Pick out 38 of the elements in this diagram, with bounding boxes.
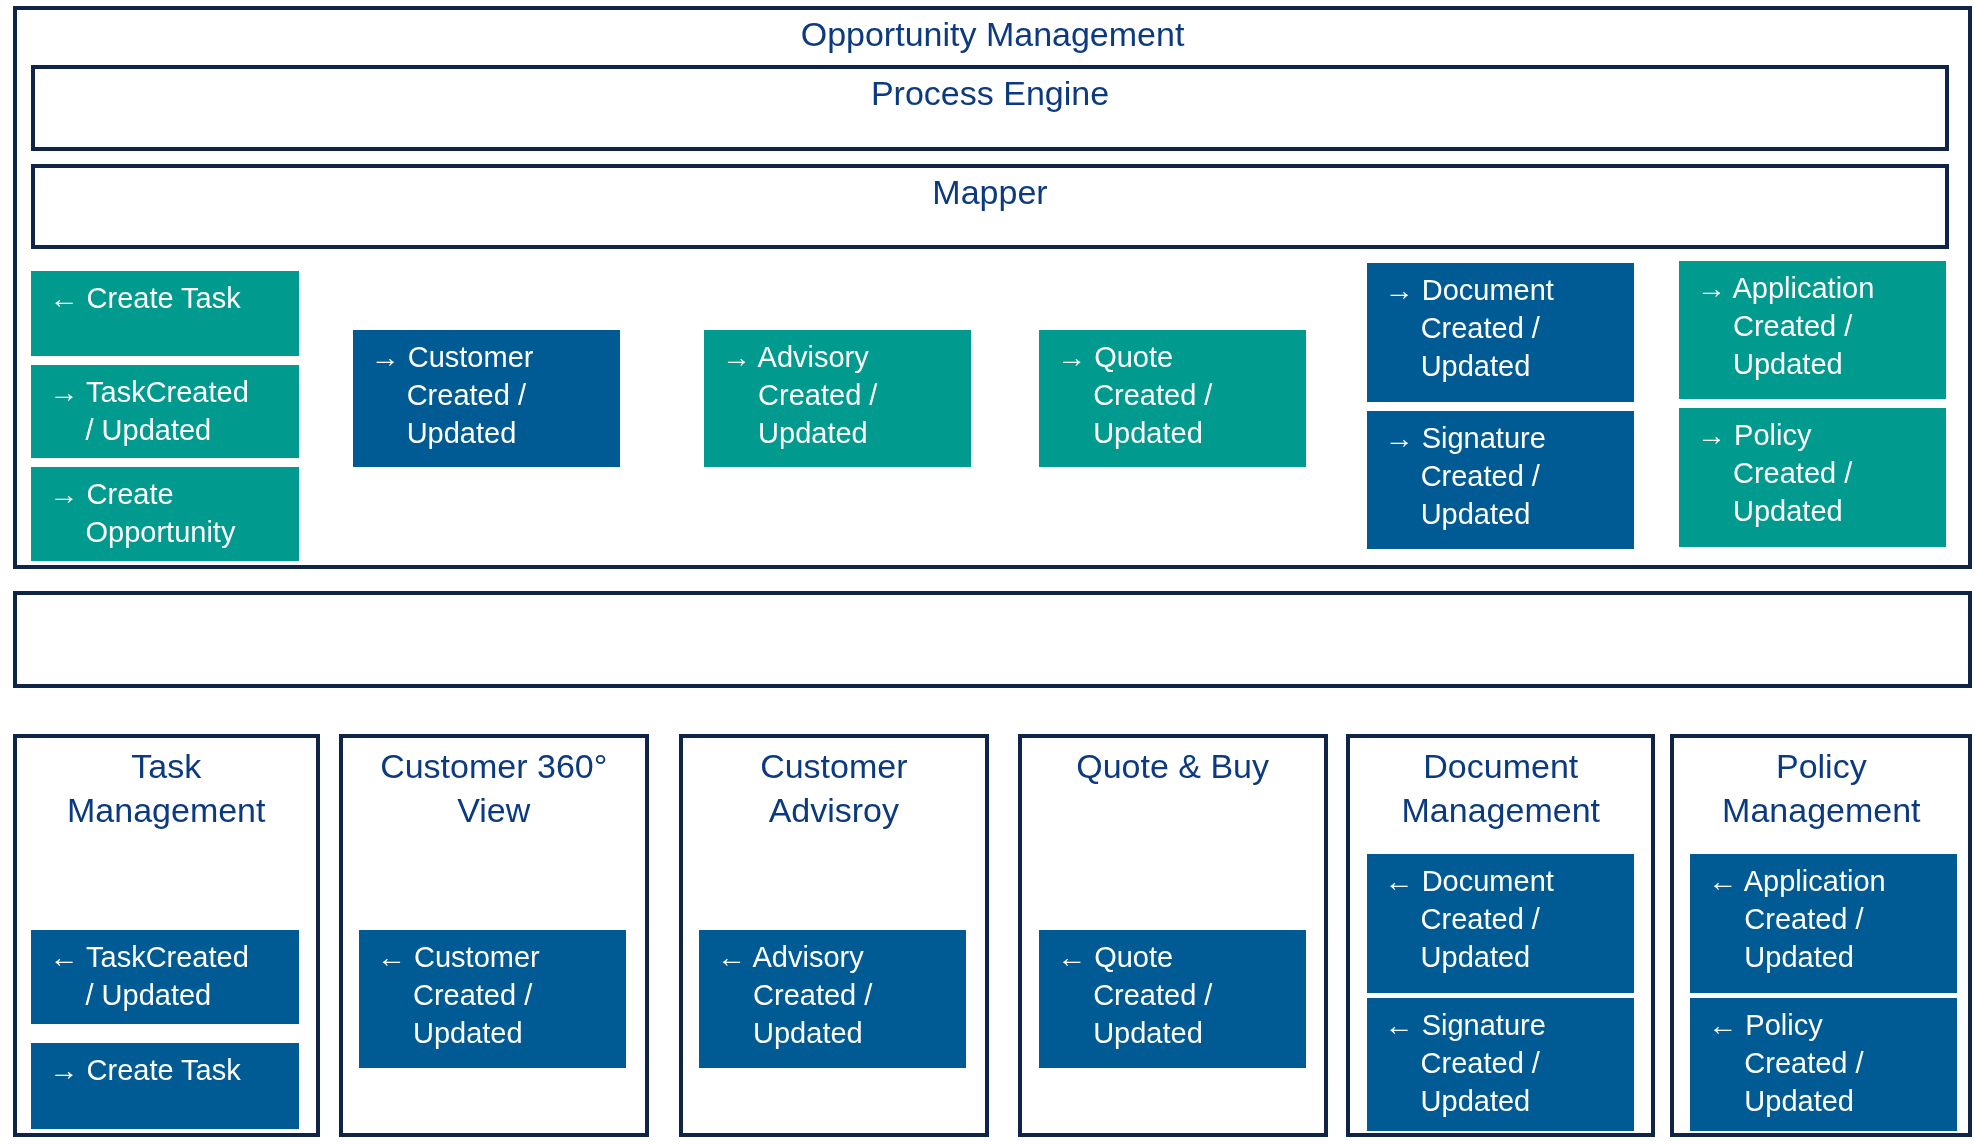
event-box: → TaskCreated / Updated — [31, 365, 299, 459]
message-bus-box — [12, 590, 1973, 688]
event-box: ← Policy Created / Updated — [1690, 997, 1958, 1132]
panel-title: Opportunity Management — [799, 14, 1186, 56]
event-box: ← Document Created / Updated — [1366, 853, 1634, 993]
component-panel — [1670, 734, 1973, 1138]
event-box: ← Create Task — [31, 270, 299, 357]
panel-title: Customer 360° View — [379, 746, 609, 832]
event-box: → Signature Created / Updated — [1366, 410, 1634, 550]
component-panel — [338, 734, 649, 1138]
event-box: ← Quote Created / Updated — [1039, 929, 1307, 1069]
event-box: → Application Created / Updated — [1679, 260, 1946, 400]
component-panel — [12, 734, 320, 1138]
event-box: → Policy Created / Updated — [1679, 408, 1946, 547]
panel-title: Document Management — [1400, 746, 1601, 832]
panel-title: Mapper — [931, 171, 1049, 213]
event-box: → Advisory Created / Updated — [704, 330, 972, 468]
component-panel — [31, 163, 1949, 250]
panel-title: Customer Advisroy — [759, 746, 909, 832]
event-box: → Customer Created / Updated — [352, 330, 620, 468]
event-box: → Create Opportunity — [31, 467, 299, 561]
event-box: ← TaskCreated / Updated — [31, 929, 299, 1024]
component-panel — [12, 6, 1973, 570]
event-box: ← Application Created / Updated — [1690, 853, 1958, 993]
panel-title: Policy Management — [1721, 746, 1922, 832]
component-panel — [678, 734, 989, 1138]
panel-title: Quote & Buy — [1075, 746, 1271, 788]
event-box: ← Advisory Created / Updated — [699, 929, 967, 1069]
panel-title: Process Engine — [869, 73, 1111, 115]
event-box: → Quote Created / Updated — [1039, 330, 1307, 468]
event-box: ← Signature Created / Updated — [1366, 997, 1634, 1132]
event-box: → Document Created / Updated — [1366, 263, 1634, 402]
component-panel — [31, 65, 1949, 152]
panel-title: Task Management — [66, 746, 267, 832]
event-box: → Create Task — [31, 1042, 299, 1129]
event-box: ← Customer Created / Updated — [358, 929, 626, 1069]
component-panel — [1346, 734, 1656, 1138]
component-panel — [1017, 734, 1328, 1138]
